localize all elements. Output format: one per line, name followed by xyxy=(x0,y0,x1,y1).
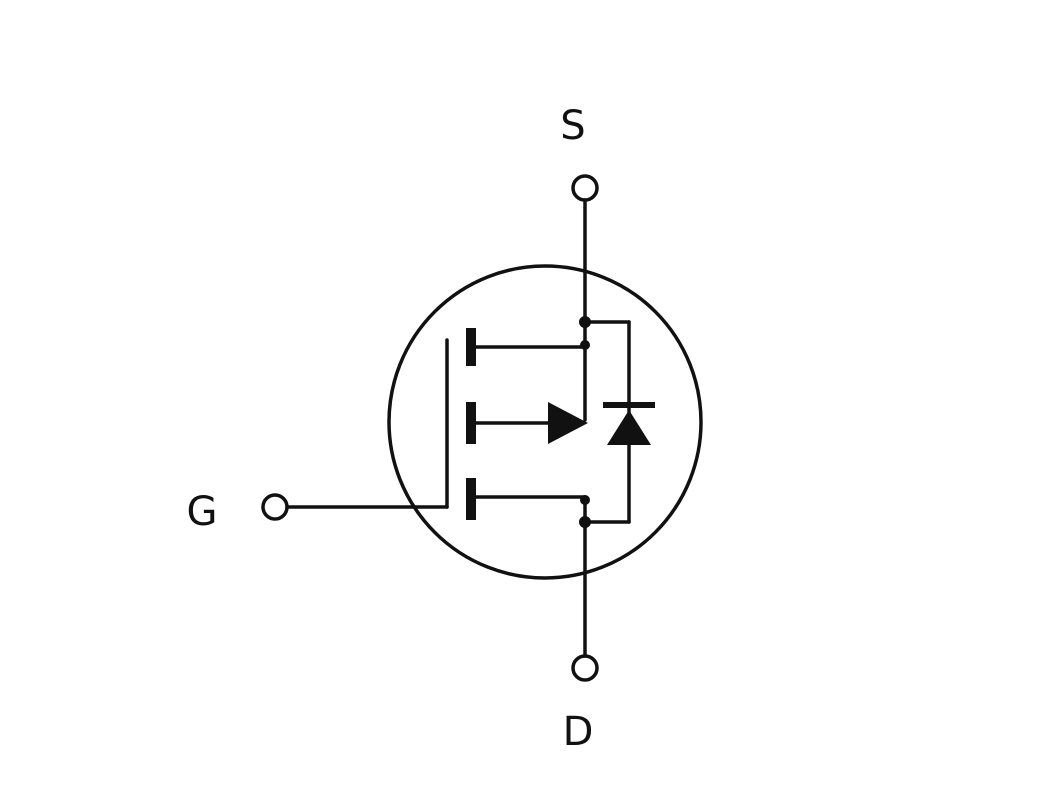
channel-segment-middle xyxy=(466,402,476,444)
drain-terminal[interactable] xyxy=(571,654,599,682)
gate-label: G xyxy=(186,489,218,535)
channel-segment-top xyxy=(466,328,476,366)
junction-dot-bottom xyxy=(579,516,591,528)
drain-label: D xyxy=(562,709,594,755)
substrate-arrow-icon xyxy=(548,402,588,444)
junction-dot-top xyxy=(579,316,591,328)
junction-dot-upper xyxy=(580,340,590,350)
source-terminal[interactable] xyxy=(571,174,599,202)
junction-dot-lower xyxy=(580,495,590,505)
body-diode-triangle-icon xyxy=(607,410,651,445)
body-diode-bar xyxy=(603,402,655,408)
channel-segment-bottom xyxy=(466,478,476,520)
envelope-circle xyxy=(387,264,703,580)
source-label: S xyxy=(560,103,586,149)
gate-terminal[interactable] xyxy=(261,493,289,521)
